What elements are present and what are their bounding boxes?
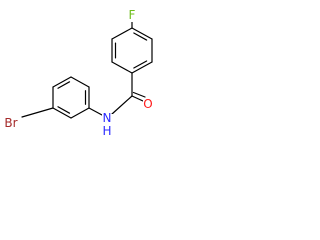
amide-nh-atom: N H	[102, 111, 113, 138]
ring-bond	[131, 27, 153, 40]
n-aryl-bond	[88, 107, 103, 116]
molecule-structure: F O N H Br	[3, 8, 154, 138]
carbonyl-double-bond	[132, 91, 146, 98]
carbonyl-bond	[131, 95, 144, 102]
ring-bond	[52, 76, 72, 88]
ring-bond	[52, 107, 72, 119]
c-br-bond	[21, 107, 54, 118]
aromatic-double-bond	[133, 32, 148, 41]
nitrogen-label: N	[103, 111, 112, 125]
ring-bond	[70, 76, 90, 88]
bromine-label: Br	[4, 116, 17, 130]
c-n-bond	[111, 95, 133, 115]
ring-bond	[70, 107, 90, 119]
aromatic-double-bond	[57, 81, 71, 89]
hydrogen-label: H	[102, 124, 111, 138]
ring-bond	[111, 27, 133, 40]
fluorine-atom: F	[127, 8, 137, 22]
bond-layer	[21, 20, 153, 119]
bromine-atom: Br	[3, 116, 20, 130]
oxygen-atom: O	[143, 97, 154, 111]
aromatic-double-bond	[57, 106, 71, 114]
ring-bond	[111, 61, 133, 74]
fluorine-label: F	[129, 8, 136, 22]
aromatic-double-bond	[133, 60, 148, 69]
ring-bond	[131, 61, 153, 74]
oxygen-label: O	[143, 97, 152, 111]
